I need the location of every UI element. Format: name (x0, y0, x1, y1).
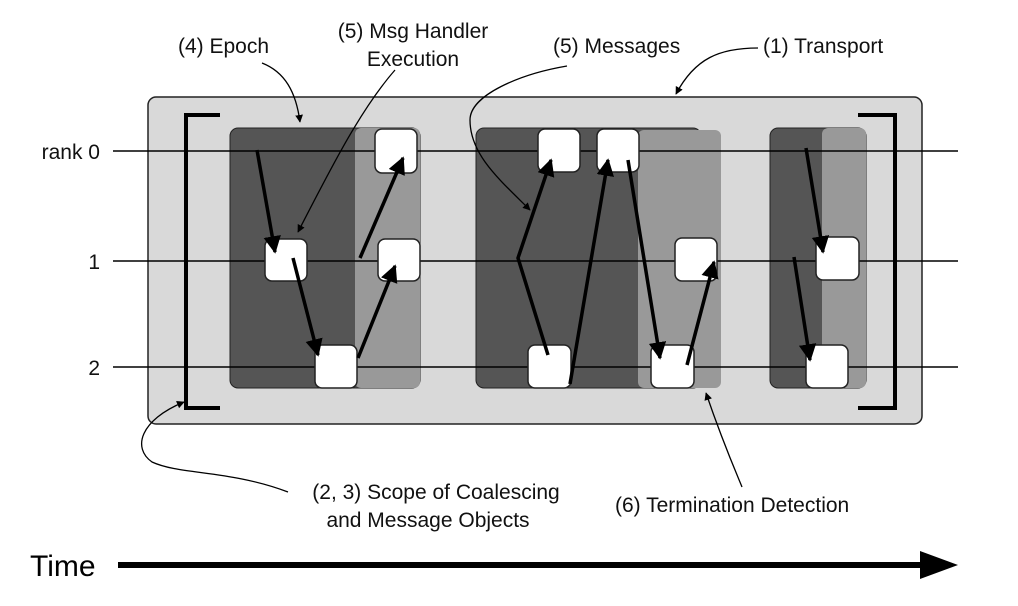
handler-callout (297, 69, 396, 233)
epoch-2 (475, 127, 721, 389)
handler-annotation-line2: Execution (367, 48, 459, 71)
callout-arrows (141, 47, 759, 493)
messages-annotation: (5) Messages (553, 35, 680, 58)
scope-annotation-line1: (2, 3) Scope of Coalescing (312, 481, 559, 504)
transport-annotation: (1) Transport (763, 35, 883, 58)
message-arrow (516, 158, 555, 356)
rank-0-label: rank 0 (42, 141, 100, 164)
scope-annotation-line2: and Message Objects (326, 509, 529, 532)
handler-box (527, 344, 572, 389)
message-arrow (685, 260, 719, 366)
message-arrow (291, 257, 323, 357)
handler-box (314, 344, 358, 389)
message-arrows (255, 147, 830, 385)
time-label: Time (30, 550, 96, 583)
message-arrow (356, 264, 398, 359)
message-arrow (626, 159, 667, 360)
message-arrow (568, 158, 614, 385)
time-arrow-head (920, 551, 958, 579)
message-arrow (255, 149, 281, 254)
handler-annotation-line1: (5) Msg Handler (338, 20, 489, 43)
termination-annotation: (6) Termination Detection (615, 494, 849, 517)
scope-callout (141, 401, 289, 493)
message-arrow (358, 156, 405, 259)
handler-box (374, 128, 418, 174)
termination-callout (704, 392, 743, 488)
rank-2-label: 2 (88, 357, 100, 380)
message-arrow (792, 256, 817, 362)
epoch-annotation: (4) Epoch (178, 35, 269, 58)
handler-box (264, 238, 308, 282)
handler-box (596, 128, 640, 173)
messages-callout (469, 65, 568, 211)
handler-box (537, 128, 581, 173)
epoch-callout (261, 62, 303, 123)
handler-box (805, 344, 849, 389)
transport-callout (675, 47, 759, 95)
rank-1-label: 1 (88, 251, 100, 274)
handler-box (377, 238, 421, 282)
message-arrow (804, 147, 830, 254)
